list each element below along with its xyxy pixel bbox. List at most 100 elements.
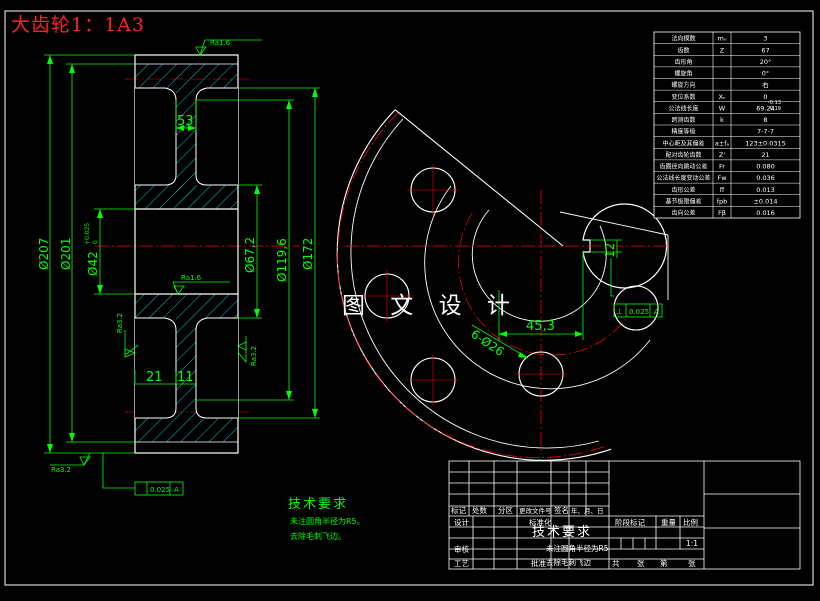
- dim-d207: Ø207: [37, 238, 51, 270]
- param-symbol-9: a±fₐ: [715, 139, 730, 147]
- tb-scale: 比例: [683, 517, 698, 527]
- param-name-9: 中心距及其偏差: [662, 139, 704, 147]
- tb-overlay-line2: 去除毛刺飞边: [546, 557, 591, 567]
- rim-bottom-hatch: [135, 418, 238, 442]
- front-tolerance-datum: A: [654, 308, 659, 316]
- perpendicularity-symbol: ⊥: [616, 307, 623, 316]
- param-name-15: 齿向公差: [671, 209, 695, 217]
- tb-header-0: 标记: [451, 505, 466, 515]
- roughness-hub: Ra1.6: [181, 274, 202, 282]
- web-bottom-hatch: [176, 318, 196, 418]
- dim-w11: 11: [177, 370, 194, 385]
- param-name-7: 跨测齿数: [671, 116, 695, 124]
- dim-w53: 53: [177, 114, 194, 129]
- watermark: 图 文 设 计: [342, 293, 519, 319]
- param-value-0: 3: [763, 35, 767, 43]
- hub-bottom-hatch: [135, 294, 238, 318]
- tb-row-std: 标准化: [529, 517, 552, 527]
- param-value-13: 0.013: [756, 186, 775, 194]
- param-symbol-6: W: [719, 104, 726, 112]
- param-name-2: 齿形角: [674, 58, 692, 66]
- param-name-12: 公法线长度变动公差: [656, 174, 710, 182]
- roughness-left: Ra3.2: [116, 313, 124, 333]
- param-name-1: 齿数: [677, 46, 689, 54]
- hub-top-hatch: [135, 185, 238, 209]
- dim-d42-tol-upper: +0.025: [84, 223, 91, 245]
- outer-circle-arc: [336, 109, 612, 461]
- pocket-bottom-right: [195, 317, 238, 419]
- param-name-0: 法向模数: [671, 35, 695, 43]
- param-symbol-11: Fr: [719, 163, 725, 171]
- roughness-right: Ra3.2: [250, 346, 258, 366]
- dim-d201: Ø201: [59, 238, 73, 270]
- param-value-8: 7-7-7: [757, 128, 774, 136]
- tb-header-1: 处数: [472, 505, 487, 515]
- roughness-bottom: Ra3.2: [51, 466, 71, 474]
- bore-with-keyway: [582, 203, 668, 289]
- dim-d67: Ø67,2: [243, 237, 257, 273]
- tb-header-5: 年、月、日: [571, 506, 604, 515]
- tb-row-check: 审核: [454, 544, 469, 554]
- front-tolerance-frame: [613, 303, 663, 318]
- param-name-11: 齿圈径向跳动公差: [659, 163, 707, 171]
- tb-overlay-heading: 技术要求: [532, 525, 592, 540]
- w-tolerance-lower: -0.19: [768, 106, 781, 112]
- drawing-title: 大齿轮1：1A3: [11, 14, 145, 36]
- dim-d119: Ø119,6: [275, 238, 289, 282]
- dim-d42: Ø42: [86, 251, 100, 276]
- hole-circle-arc: [458, 212, 633, 356]
- param-value-14: ±0.014: [753, 197, 777, 205]
- param-value-12: 0.036: [756, 174, 775, 182]
- drawing-border: [4, 10, 814, 586]
- tb-weight: 重量: [661, 518, 676, 527]
- param-name-5: 变位系数: [671, 93, 695, 101]
- param-symbol-0: mₙ: [718, 35, 727, 43]
- tb-row-process: 工艺: [454, 559, 469, 568]
- rim-inner-arc: [424, 185, 651, 390]
- dim-w21: 21: [146, 370, 163, 385]
- front-view: 45,3 12 6-Ø26 ⊥ 0.025 A: [336, 109, 670, 461]
- param-value-1: 67: [761, 46, 769, 54]
- param-name-14: 基节极限偏差: [665, 197, 701, 205]
- param-value-15: 0.016: [756, 209, 775, 217]
- param-value-7: 8: [763, 116, 767, 124]
- param-name-8: 精度等级: [671, 128, 695, 136]
- tb-scale-value: 1:1: [686, 539, 698, 548]
- root-circle-arc: [350, 118, 600, 449]
- param-symbol-12: Fw: [717, 174, 727, 182]
- dim-d172: Ø172: [301, 238, 315, 270]
- tb-overlay-line1: 未注圆角半径为R5: [546, 543, 609, 553]
- pocket-bottom-left: [135, 317, 177, 419]
- dim-w45: 45,3: [526, 319, 555, 334]
- dim-d42-tol-lower: 0: [92, 240, 99, 244]
- param-symbol-15: Fβ: [718, 209, 726, 217]
- section-view: Ø207 Ø201 Ø42 +0.025 0 Ø67,2 Ø119,6 Ø172…: [37, 39, 320, 496]
- dim-holes: 6-Ø26: [468, 327, 506, 359]
- w-tolerance-upper: -0.13: [768, 100, 781, 106]
- roughness-top: Ra1.6: [210, 39, 231, 47]
- param-value-5: 0: [763, 93, 767, 101]
- tb-sheet: 张: [637, 559, 645, 568]
- param-symbol-13: ff: [720, 186, 725, 194]
- pocket-top-right: [195, 87, 238, 186]
- hub-outer-arc: [471, 209, 607, 322]
- tech-line-1: 未注圆角半径为R5。: [290, 516, 365, 526]
- param-value-11: 0.080: [756, 163, 775, 171]
- param-symbol-14: fpb: [717, 197, 728, 205]
- param-value-3: 0°: [762, 70, 769, 78]
- tb-page: 张: [688, 559, 696, 568]
- web-top-hatch: [176, 88, 196, 203]
- section-tolerance-datum: A: [174, 486, 179, 494]
- front-tolerance-value: 0.025: [629, 308, 649, 316]
- tb-total-sheets: 共: [612, 559, 620, 568]
- param-name-10: 配对齿轮齿数: [665, 151, 701, 159]
- pitch-circle-arc: [337, 112, 607, 459]
- param-value-9: 123±0.0315: [745, 139, 786, 147]
- dim-h12: 12: [603, 243, 617, 258]
- tb-stage-mark: 阶段标记: [615, 517, 645, 527]
- tech-line-2: 去除毛刺飞边。: [290, 531, 346, 541]
- tech-heading: 技术要求: [288, 497, 348, 512]
- param-value-10: 21: [761, 151, 769, 159]
